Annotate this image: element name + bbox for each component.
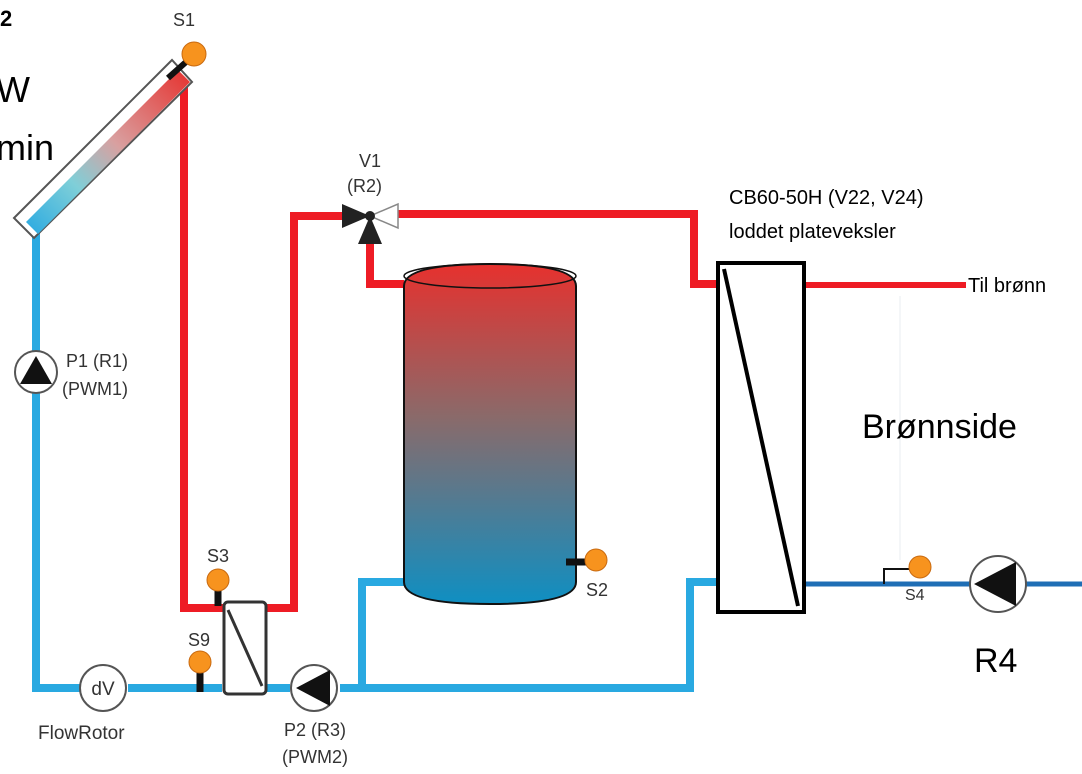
s9-label: S9 [188,630,210,650]
pwm2-label: (PWM2) [282,747,348,767]
sensor-s2-icon [566,548,608,572]
p1-label: P1 (R1) [66,351,128,371]
r4-label: R4 [974,642,1017,680]
flow-meter-symbol: dV [91,679,115,700]
s1-label: S1 [173,10,195,30]
bronnside-label: Brønnside [862,408,1017,446]
s2-label: S2 [586,580,608,600]
sensor-s3-icon [206,568,230,606]
flowrotor-label: FlowRotor [38,723,125,744]
pump-p2-icon [290,664,338,712]
s4-label: S4 [905,587,925,604]
valve-to-plate-hx [398,210,718,288]
collector-flow-pipe [180,86,224,612]
tank-return-pipe [340,578,718,692]
small-heat-exchanger [222,600,268,696]
left-fragment-min: min [0,127,54,168]
hx-type-label: loddet plateveksler [729,221,896,243]
hx-small-hot-out [266,212,342,612]
collector-return-pipe [32,228,80,692]
left-fragment-w: W [0,69,30,110]
solar-collector [12,58,194,240]
s3-label: S3 [207,546,229,566]
tank-bottom-pipe [358,578,404,688]
sensor-s4-icon [883,555,932,584]
pump-r4-icon [969,555,1027,613]
til-bronn-label: Til brønn [968,275,1046,297]
r2-label: (R2) [347,176,382,196]
p2-label: P2 (R3) [284,720,346,740]
v1-label: V1 [359,151,381,171]
pwm1-label: (PWM1) [62,379,128,399]
three-way-valve-icon [342,202,399,244]
sensor-s1-icon [166,41,207,81]
flow-meter-icon: dV [79,664,127,712]
storage-tank [403,262,577,606]
hx-model-label: CB60-50H (V22, V24) [729,187,924,209]
valve-to-tank [366,236,404,288]
cold-pipes [32,228,718,692]
hot-pipes [180,86,966,612]
plate-heat-exchanger [716,261,806,614]
sensor-s9-icon [188,650,212,692]
corner-fragment-label: 2 [0,6,12,31]
pump-p1-icon [14,350,58,394]
